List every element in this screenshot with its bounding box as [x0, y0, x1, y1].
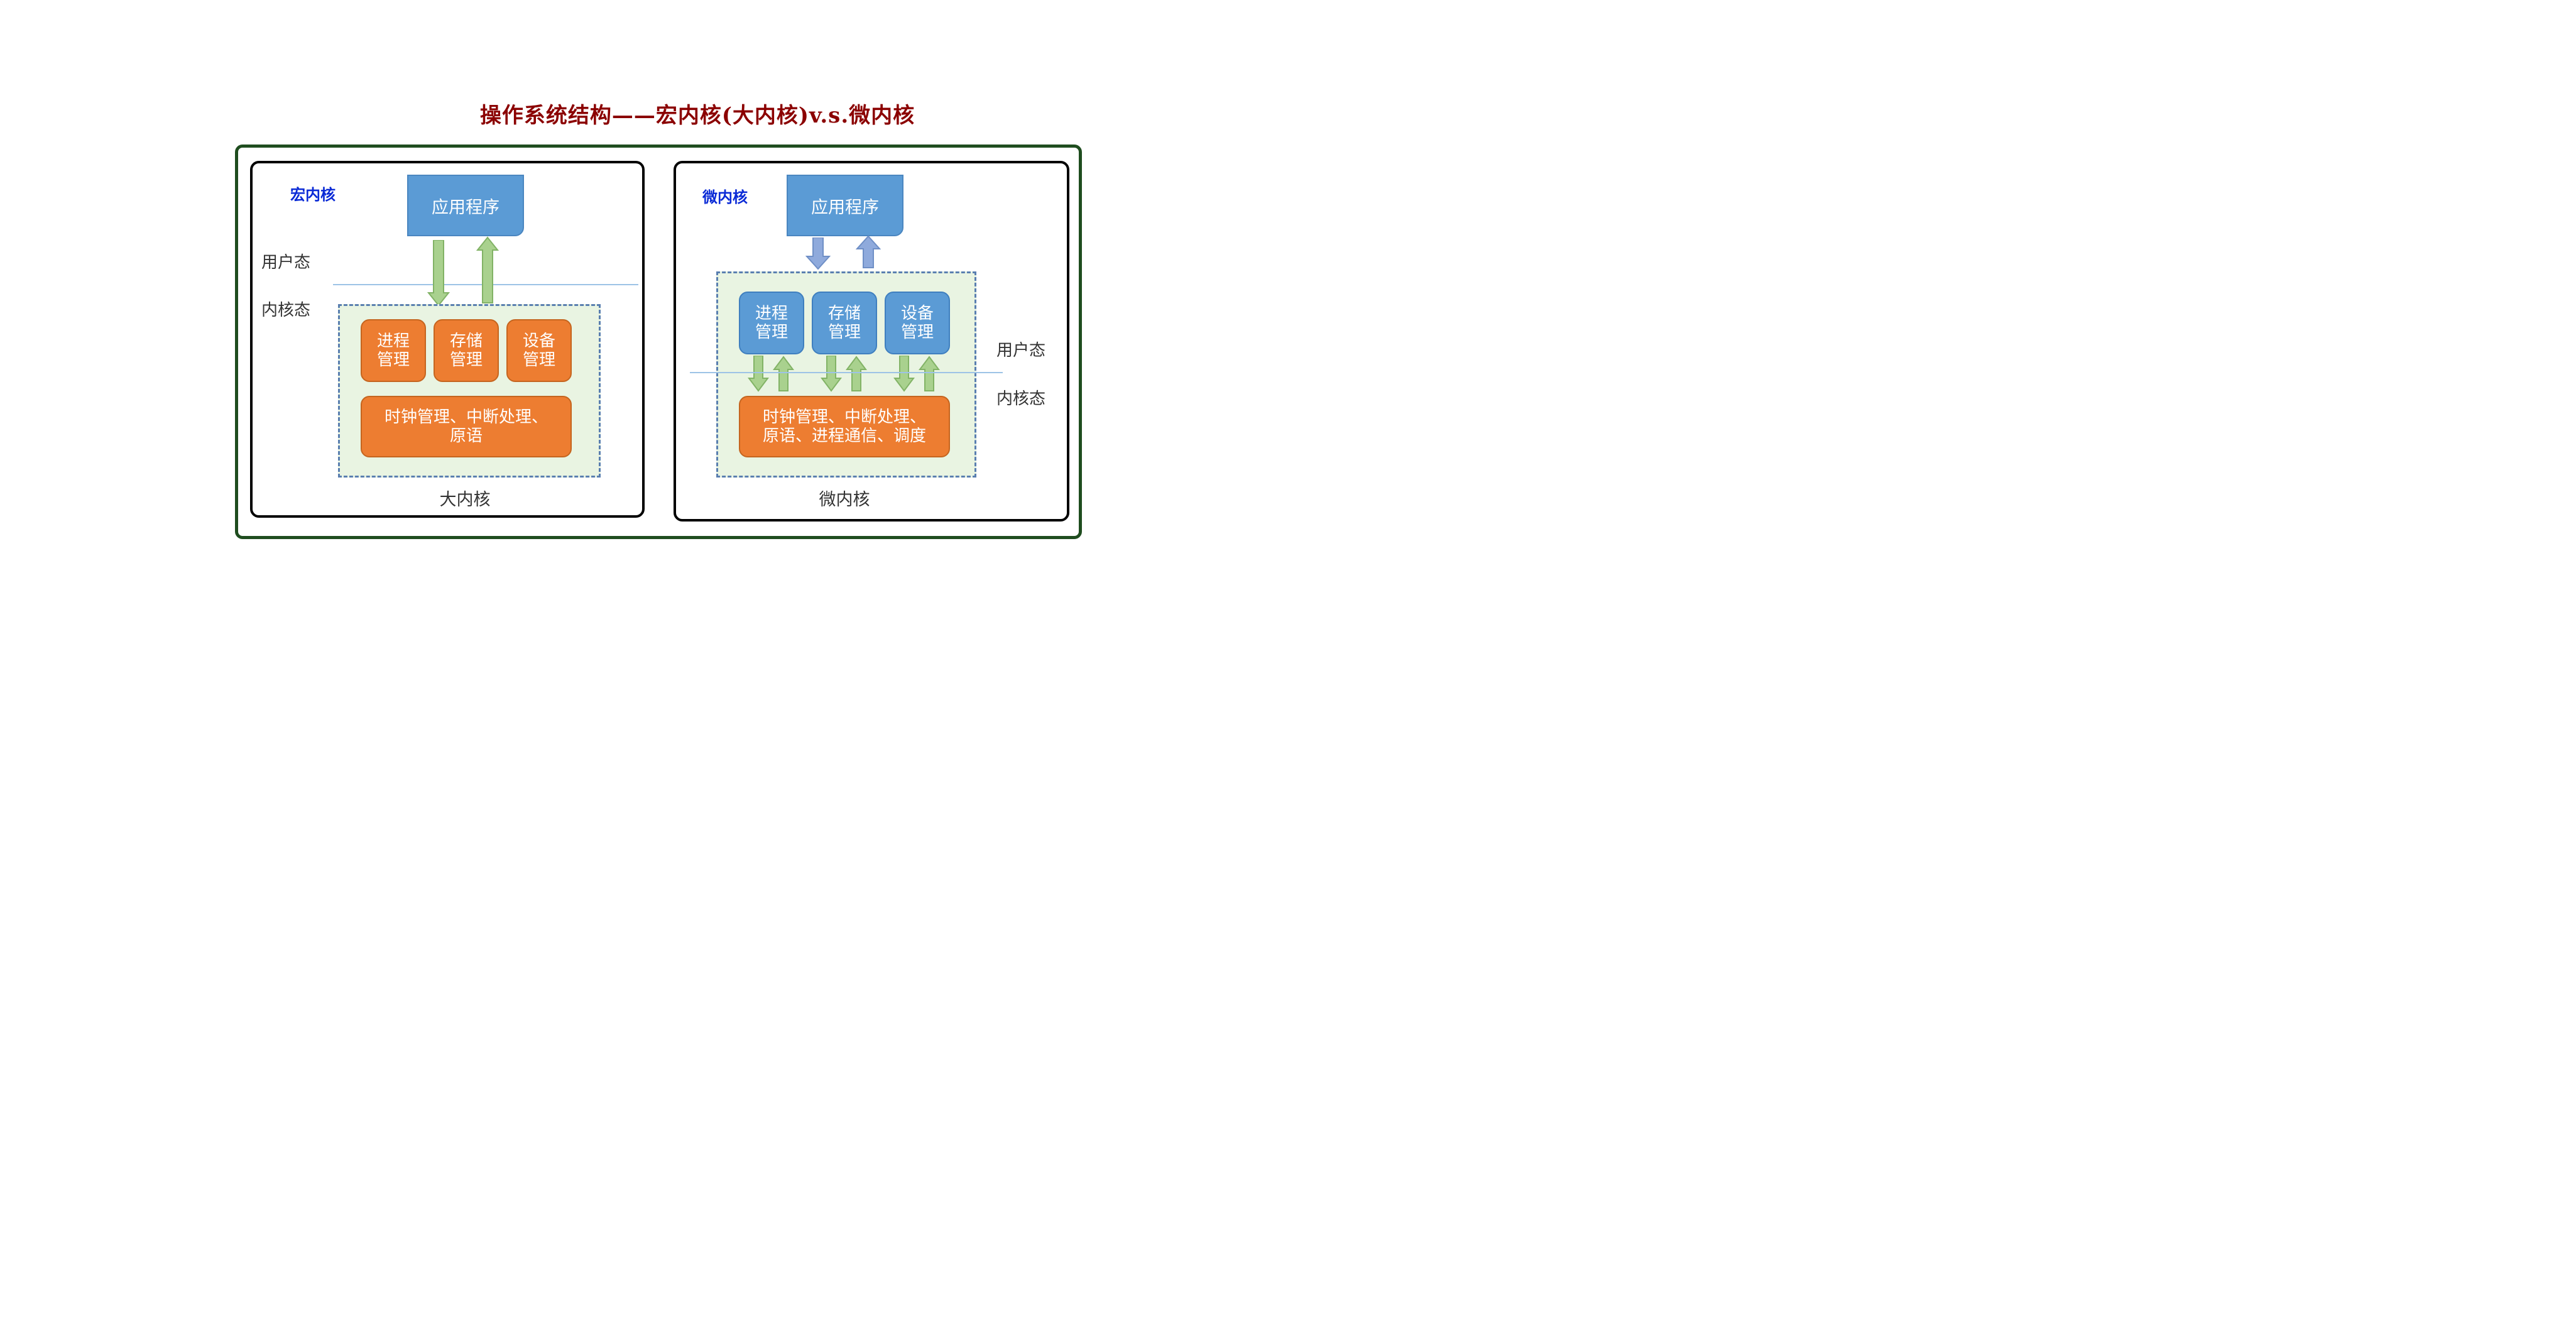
macro-up-arrow-icon	[476, 236, 499, 304]
micro-device-mgmt: 设备管理	[885, 292, 950, 354]
macro-user-state-label: 用户态	[261, 253, 311, 272]
micro-app-up-arrow-icon	[856, 235, 881, 269]
macro-kernel-label: 宏内核	[290, 185, 336, 204]
micro-app-box: 应用程序	[787, 175, 903, 236]
micro-kernel-caption: 微内核	[819, 490, 870, 510]
macro-down-arrow-icon	[427, 240, 450, 307]
micro-app-down-arrow-icon	[805, 238, 831, 270]
micro-user-state-label: 用户态	[996, 341, 1046, 360]
micro-memory-up-arrow-icon	[846, 356, 867, 392]
macro-process-mgmt: 进程管理	[361, 319, 426, 382]
diagram-title: 操作系统结构——宏内核(大内核)v.s.微内核	[479, 103, 915, 128]
micro-device-up-arrow-icon	[919, 356, 940, 392]
macro-kernel-state-label: 内核态	[261, 301, 311, 320]
micro-kernel-state-label: 内核态	[996, 390, 1046, 408]
micro-device-down-arrow-icon	[893, 356, 915, 392]
outer-frame	[235, 145, 1082, 539]
micro-memory-down-arrow-icon	[821, 356, 842, 392]
micro-mode-divider	[690, 372, 1003, 373]
micro-process-down-arrow-icon	[748, 356, 769, 392]
macro-memory-mgmt: 存储管理	[434, 319, 499, 382]
micro-core-module: 时钟管理、中断处理、原语、进程通信、调度	[739, 396, 950, 457]
macro-app-box: 应用程序	[407, 175, 524, 236]
micro-kernel-label: 微内核	[702, 188, 748, 206]
micro-memory-mgmt: 存储管理	[812, 292, 877, 354]
micro-process-up-arrow-icon	[773, 356, 794, 392]
macro-device-mgmt: 设备管理	[506, 319, 572, 382]
micro-process-mgmt: 进程管理	[739, 292, 804, 354]
macro-core-module: 时钟管理、中断处理、原语	[361, 396, 572, 457]
macro-kernel-caption: 大内核	[439, 490, 491, 510]
